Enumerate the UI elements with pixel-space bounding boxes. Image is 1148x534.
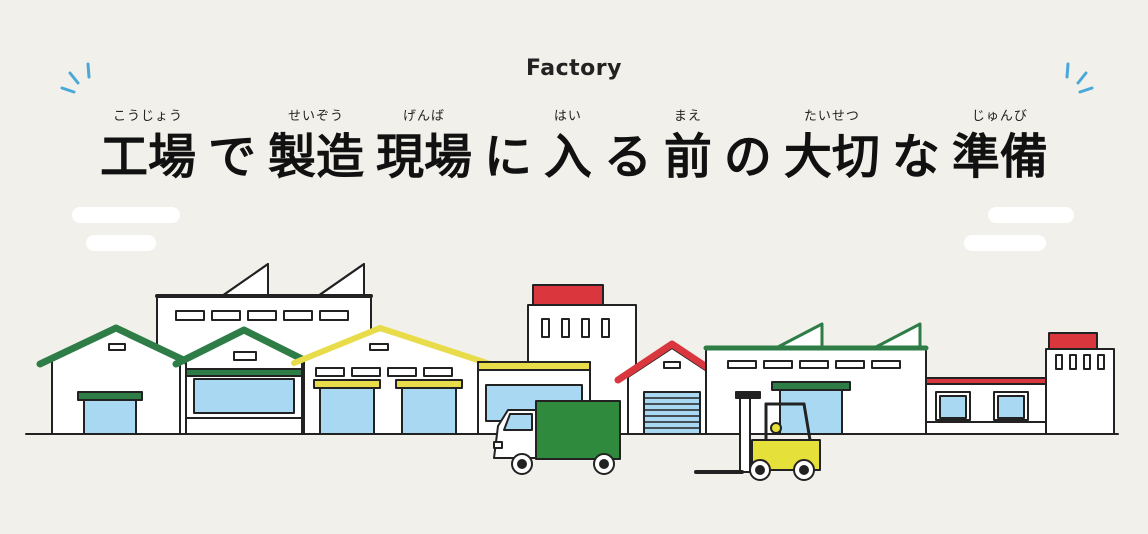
forklift-icon xyxy=(694,391,821,481)
cloud-icon xyxy=(72,207,180,251)
factory-building-icon xyxy=(291,325,499,435)
title-ruby: はい xyxy=(553,109,582,124)
eyebrow-label: Factory xyxy=(526,56,622,81)
title-text: 大切 xyxy=(783,129,880,185)
title-text: な xyxy=(891,129,940,185)
title-text: に xyxy=(483,129,532,185)
title-text: 入 xyxy=(543,129,592,185)
title-segment: はい入 xyxy=(544,108,592,188)
title-segment: の xyxy=(724,108,772,188)
title-text: 現場 xyxy=(375,129,472,185)
factory-building-icon xyxy=(614,340,730,435)
title-ruby: たいせつ xyxy=(803,109,860,124)
title-segment: じゅんび準備 xyxy=(952,108,1048,188)
factory-building-icon xyxy=(172,326,316,435)
page-title: こうじょう工場 で せいぞう製造 げんば現場 に はい入 る まえ前 の たいせ… xyxy=(100,108,1048,188)
title-segment: げんば現場 xyxy=(376,108,472,188)
title-segment: こうじょう工場 xyxy=(100,108,196,188)
title-text: 準備 xyxy=(951,129,1048,185)
title-segment: まえ前 xyxy=(664,108,712,188)
factory-building-icon xyxy=(925,377,1049,435)
title-segment: せいぞう製造 xyxy=(268,108,364,188)
title-ruby: まえ xyxy=(673,109,702,124)
truck-icon xyxy=(493,400,621,475)
factory-building-icon xyxy=(1045,332,1115,435)
title-ruby: げんば xyxy=(402,109,445,124)
sparkle-icon xyxy=(60,62,91,94)
title-ruby: じゅんび xyxy=(971,109,1028,124)
title-text: で xyxy=(207,129,256,185)
title-segment: る xyxy=(604,108,652,188)
cloud-icon xyxy=(964,207,1074,251)
title-text: の xyxy=(723,129,772,185)
sparkle-icon xyxy=(1065,62,1094,94)
title-ruby: せいぞう xyxy=(287,109,344,124)
title-segment: で xyxy=(208,108,256,188)
title-segment: たいせつ大切 xyxy=(784,108,880,188)
title-text: 前 xyxy=(663,129,712,185)
title-ruby: こうじょう xyxy=(113,109,184,124)
title-text: る xyxy=(603,129,652,185)
title-segment: に xyxy=(484,108,532,188)
title-segment: な xyxy=(892,108,940,188)
title-text: 製造 xyxy=(267,129,364,185)
factory-building-icon xyxy=(703,322,929,435)
title-text: 工場 xyxy=(100,129,197,185)
factory-building-icon xyxy=(36,324,196,435)
